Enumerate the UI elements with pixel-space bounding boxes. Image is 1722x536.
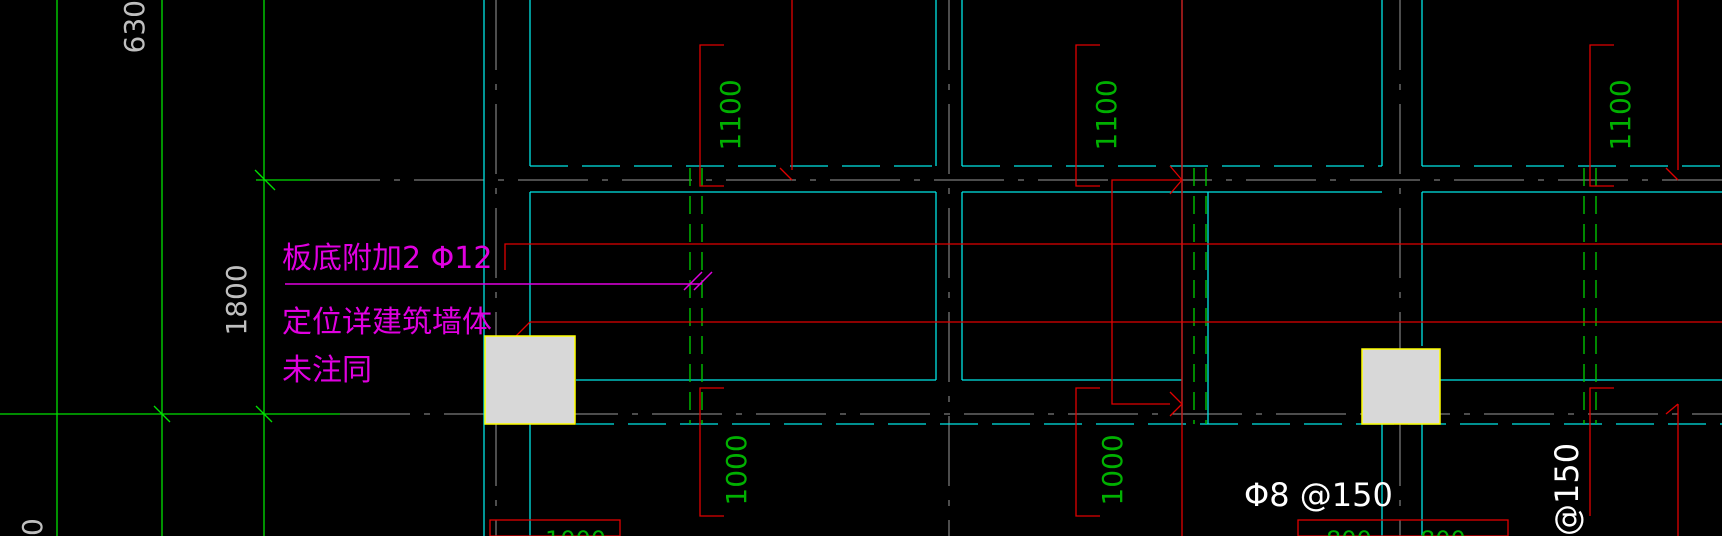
rebar-dashed-lines (689, 168, 1597, 424)
rebar-hook (1111, 179, 1182, 405)
rebar-label-top-2: 1100 (1090, 79, 1123, 150)
rebar-spec-vertical: @150 (1548, 443, 1586, 536)
rebar-label-bottom-1: 1000 (720, 434, 753, 505)
annotation-leader (285, 271, 713, 291)
leader-tick (693, 271, 713, 291)
annotation-line-1: 板底附加2 Φ12 (282, 241, 492, 276)
rebar-label-box (489, 519, 621, 536)
column-block (484, 335, 576, 425)
rebar-line (779, 167, 793, 181)
rebar-label-bottom-2: 1000 (1096, 434, 1129, 505)
annotation-line-3: 未注同 (282, 353, 372, 388)
rebar-line (1665, 167, 1679, 181)
column-block (1361, 348, 1441, 425)
rebar-label-box (1297, 519, 1509, 536)
rebar-lines (489, 0, 1722, 536)
columns (484, 335, 1441, 425)
rebar-hook-arrow (1169, 165, 1183, 195)
wall-outlines (483, 0, 1722, 536)
leader-tick (683, 271, 703, 291)
dimension-lines (0, 0, 340, 536)
rebar-bottom-bar (699, 387, 724, 517)
dimension-text-spacing: 1800 (220, 264, 253, 335)
rebar-label-top-1: 1100 (714, 79, 747, 150)
rebar-top-bar (1589, 44, 1614, 187)
rebar-hook-arrow (1169, 391, 1183, 417)
rebar-label-box-2: 800 (1326, 526, 1372, 536)
rebar-top-bar (699, 44, 724, 187)
rebar-bottom-bar (1075, 387, 1100, 517)
rebar-spec-horizontal: Φ8 @150 (1244, 476, 1393, 514)
tick-mark-top (254, 169, 276, 191)
rebar-label-box-1: 1000 (545, 526, 606, 536)
axis-lines (310, 0, 1722, 536)
rebar-label-top-3: 1100 (1604, 79, 1637, 150)
tick-mark-bottom-1 (153, 405, 171, 423)
rebar-line (1665, 403, 1679, 415)
dimension-text-left-edge: 0 (16, 518, 49, 536)
tick-mark-bottom-2 (255, 405, 273, 423)
annotation-line-2: 定位详建筑墙体 (282, 305, 492, 340)
rebar-bottom-bar (1589, 387, 1614, 516)
rebar-top-bar (1075, 44, 1100, 187)
dimension-text-top-edge: 630 (118, 0, 151, 53)
rebar-bottom-bar-horizontal (504, 243, 1722, 270)
rebar-label-box-3: 800 (1420, 526, 1466, 536)
